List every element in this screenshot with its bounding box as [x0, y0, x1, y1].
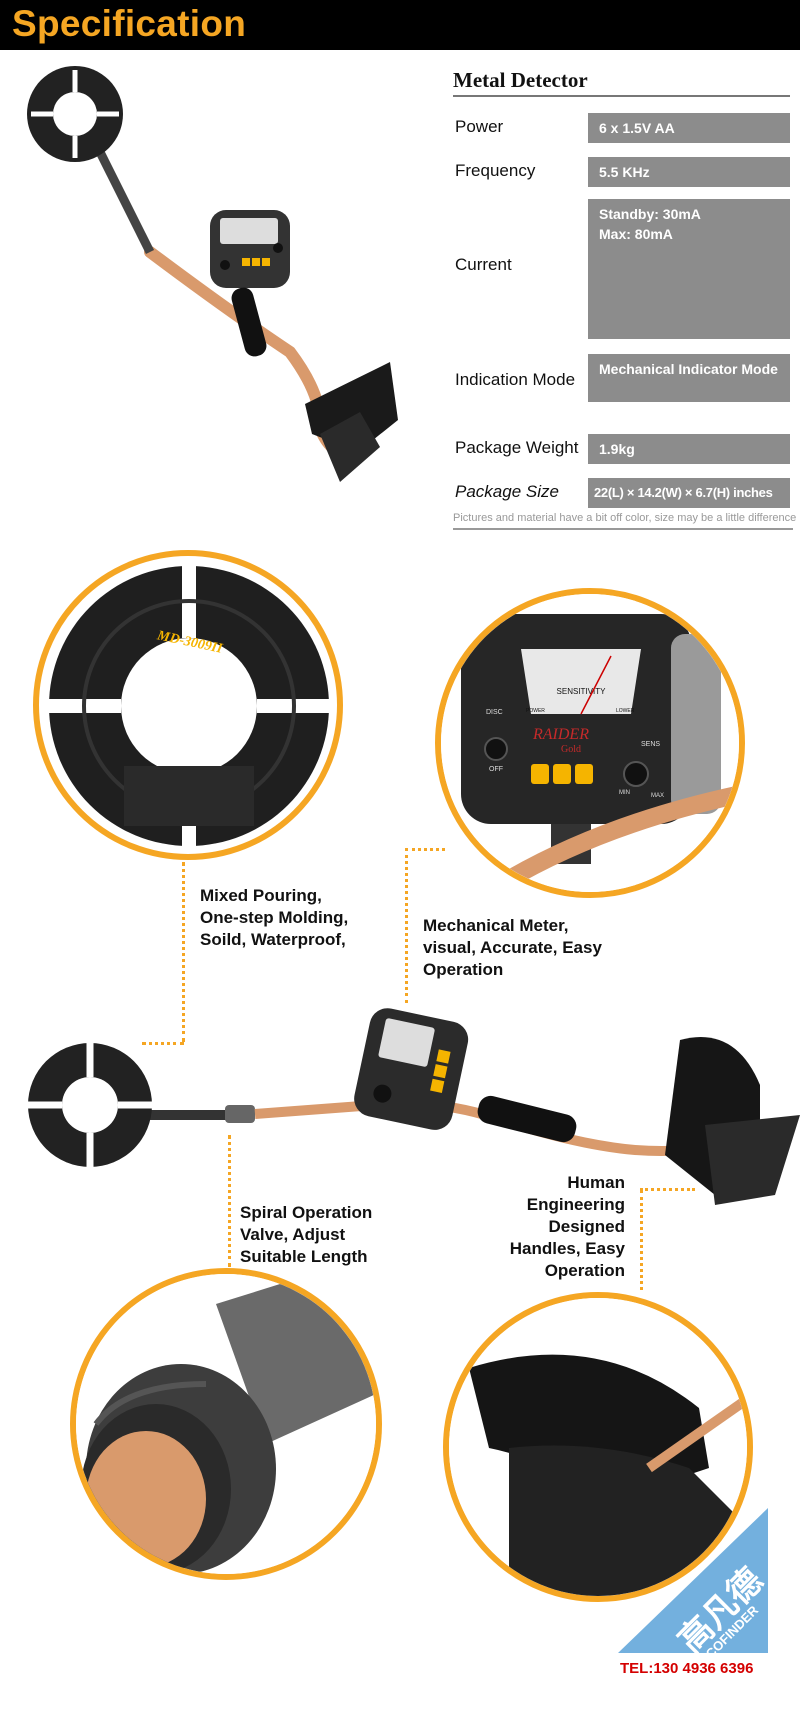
spec-value: 6 x 1.5V AA — [588, 113, 790, 143]
valve-closeup — [70, 1268, 382, 1580]
spec-value: 1.9kg — [588, 434, 790, 464]
max-label: MAX — [651, 793, 664, 799]
armrest-closeup — [443, 1292, 753, 1602]
connector-line — [405, 848, 408, 1003]
spec-label: Current — [455, 255, 512, 274]
disclaimer-note: Pictures and material have a bit off col… — [453, 512, 796, 530]
sens-label: SENS — [641, 741, 660, 748]
connector-line — [228, 1135, 231, 1267]
search-coil-icon — [28, 1043, 152, 1167]
control-box-icon — [354, 1008, 469, 1130]
meter-lower-label: LOWER — [616, 708, 635, 714]
contact-phone: TEL:130 4936 6396 — [620, 1660, 754, 1677]
caption-line: Designed — [548, 1217, 625, 1236]
spec-label: Indication Mode — [455, 370, 576, 389]
product-image-side — [28, 1008, 800, 1205]
caption-line: Suitable Length — [240, 1247, 368, 1266]
connector-line — [142, 1042, 184, 1045]
off-label: OFF — [489, 766, 503, 773]
disc-label: DISC — [486, 709, 503, 716]
header-bar: Specification — [0, 0, 800, 50]
meter-icon: SENSITIVITY POWER LOWER RAIDER Gold DISC… — [441, 594, 739, 892]
caption-meter: Mechanical Meter, visual, Accurate, Easy… — [423, 915, 602, 981]
cofinder-watermark-logo: 高凡德 COFINDER — [618, 1508, 768, 1653]
brand-label: RAIDER — [532, 726, 589, 743]
caption-line: Human — [567, 1173, 625, 1192]
spec-value: 22(L) × 14.2(W) × 6.7(H) inches — [588, 478, 790, 508]
coil-closeup: MD-3009II — [33, 550, 343, 860]
connector-line — [640, 1188, 695, 1191]
spec-label: Package Weight — [455, 438, 579, 457]
valve-icon — [76, 1274, 376, 1574]
caption-line: Spiral Operation — [240, 1203, 373, 1222]
brand-sub-label: Gold — [561, 744, 581, 755]
meter-closeup: SENSITIVITY POWER LOWER RAIDER Gold DISC… — [435, 588, 745, 898]
spec-label: Package Size — [455, 482, 559, 501]
spec-value: 5.5 KHz — [588, 157, 790, 187]
spec-panel: Metal Detector Power 6 x 1.5V AA Frequen… — [453, 68, 790, 508]
spec-title: Metal Detector — [453, 68, 790, 97]
caption-coil: Mixed Pouring, One-step Molding, Soild, … — [200, 885, 348, 951]
caption-line: Operation — [423, 960, 504, 979]
spec-label: Power — [455, 117, 504, 136]
product-image-full — [27, 66, 398, 482]
spec-value: Standby: 30mA Max: 80mA — [588, 199, 790, 339]
meter-power-label: POWER — [526, 708, 545, 714]
caption-line: Valve, Adjust — [240, 1225, 346, 1244]
caption-line: Soild, Waterproof, — [200, 930, 346, 949]
spec-value: Mechanical Indicator Mode — [588, 354, 790, 402]
search-coil-icon — [27, 66, 123, 162]
caption-line: Handles, Easy — [509, 1239, 625, 1258]
connector-line — [405, 848, 445, 851]
spec-label: Frequency — [455, 161, 536, 180]
connector-line — [182, 862, 185, 1042]
caption-line: Operation — [544, 1261, 625, 1280]
spec-value-line: Max: 80mA — [599, 226, 673, 242]
caption-line: Mixed Pouring, — [200, 886, 322, 905]
armrest-icon — [449, 1298, 747, 1596]
caption-line: visual, Accurate, Easy — [423, 938, 602, 957]
spec-value-line: Standby: 30mA — [599, 206, 701, 222]
caption-handle: Human Engineering Designed Handles, Easy… — [480, 1172, 625, 1282]
meter-scale-label: SENSITIVITY — [557, 687, 607, 696]
caption-line: One-step Molding, — [200, 908, 349, 927]
search-coil-icon: MD-3009II — [49, 566, 329, 846]
control-box-icon — [210, 210, 290, 288]
caption-line: Engineering — [526, 1195, 625, 1214]
caption-valve: Spiral Operation Valve, Adjust Suitable … — [240, 1202, 372, 1268]
connector-line — [640, 1190, 643, 1290]
caption-line: Mechanical Meter, — [423, 916, 569, 935]
page-title: Specification — [12, 3, 247, 44]
min-label: MIN — [619, 790, 630, 796]
